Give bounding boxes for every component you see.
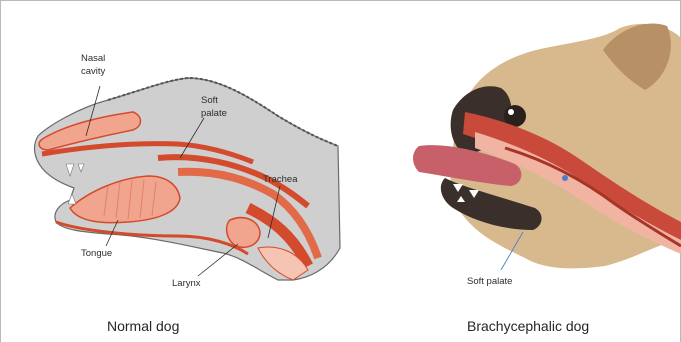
brachycephalic-dog-illustration: Soft palate xyxy=(405,8,681,300)
label-soft: Soft xyxy=(201,95,218,106)
normal-dog-illustration: Nasal cavity Soft palate Trachea Tongue … xyxy=(8,8,348,300)
label-soft-palate-brachy: Soft palate xyxy=(467,276,512,287)
caption-brachycephalic-dog: Brachycephalic dog xyxy=(467,318,589,334)
label-palate: palate xyxy=(201,108,227,119)
brachy-dog-svg: Soft palate xyxy=(405,8,681,300)
caption-normal-dog: Normal dog xyxy=(107,318,179,334)
label-cavity: cavity xyxy=(81,66,106,77)
label-nasal: Nasal xyxy=(81,53,105,64)
label-larynx: Larynx xyxy=(172,278,201,289)
soft-palate-marker-dot xyxy=(562,175,568,181)
label-trachea: Trachea xyxy=(263,174,298,185)
larynx-shape xyxy=(227,218,260,248)
dog-eye-highlight xyxy=(508,109,514,115)
label-tongue: Tongue xyxy=(81,248,112,259)
normal-dog-diagram: Nasal cavity Soft palate Trachea Tongue … xyxy=(8,8,348,300)
